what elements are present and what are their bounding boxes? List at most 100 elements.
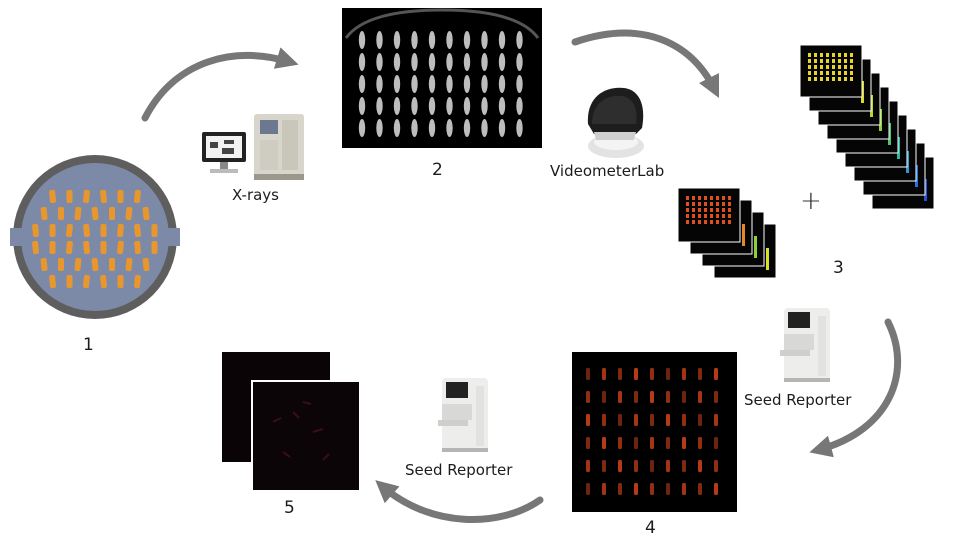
spectral-edge (742, 224, 745, 246)
spectral-seed (716, 220, 719, 224)
step-number-1: 1 (83, 335, 94, 355)
spectral-seed (722, 196, 725, 200)
spectral-seed (704, 202, 707, 206)
spectral-seed (710, 214, 713, 218)
spectral-seed (686, 214, 689, 218)
fluor-seed (634, 437, 638, 449)
xray-seed (481, 31, 487, 49)
xray-seed (499, 119, 505, 137)
xray-seed (446, 119, 452, 137)
spectral-seed (698, 220, 701, 224)
fluor-seed (618, 414, 622, 426)
fluor-seed (650, 391, 654, 403)
spectral-seed (844, 59, 847, 63)
fluor-seed (666, 368, 670, 380)
videometer-label: VideometerLab (550, 162, 664, 180)
fluor-seed (618, 368, 622, 380)
dish-seed (152, 224, 158, 237)
videometer-device-icon (580, 84, 648, 162)
fluor-seed (586, 368, 590, 380)
spectral-seed (820, 77, 823, 81)
spectral-seed (698, 214, 701, 218)
spectral-seed (808, 53, 811, 57)
xray-seed (376, 119, 382, 137)
spectral-seed (716, 202, 719, 206)
xray-seed (481, 75, 487, 93)
xray-seed (446, 97, 452, 115)
xray-seed (481, 53, 487, 71)
spectral-seed (838, 59, 841, 63)
xray-seed (481, 119, 487, 137)
spectral-seed (728, 196, 731, 200)
spectral-seed (710, 220, 713, 224)
spectral-seed (716, 196, 719, 200)
fluor-seed (698, 460, 702, 472)
step-number-4: 4 (645, 518, 656, 538)
spectral-seed (716, 208, 719, 212)
spectral-seed (814, 77, 817, 81)
spectral-seed (850, 65, 853, 69)
xray-seed (359, 75, 365, 93)
spectral-seed (832, 77, 835, 81)
spectral-seed (814, 59, 817, 63)
xray-seed (394, 97, 400, 115)
fluor-seed (698, 391, 702, 403)
xray-seed (359, 119, 365, 137)
xray-seed (516, 75, 522, 93)
spectral-seed (844, 53, 847, 57)
xray-seed (394, 119, 400, 137)
xray-seed (359, 97, 365, 115)
xray-seed (394, 53, 400, 71)
spectral-seed (832, 65, 835, 69)
fluor-seed (634, 391, 638, 403)
seed-reporter-device-icon-2 (436, 376, 492, 456)
fluor-seed (602, 391, 606, 403)
spectral-seed (838, 71, 841, 75)
xray-seed (464, 97, 470, 115)
fluor-seed (682, 460, 686, 472)
spectral-seed (826, 59, 829, 63)
fluor-seed (714, 483, 718, 495)
spectral-seed (814, 65, 817, 69)
xray-seed (429, 119, 435, 137)
arrow-4-to-5 (382, 486, 540, 520)
fluor-seed (650, 368, 654, 380)
fluor-seed (666, 414, 670, 426)
spectral-seed (838, 65, 841, 69)
fluor-seed (586, 460, 590, 472)
fluor-seed (650, 437, 654, 449)
xray-seed (481, 97, 487, 115)
spectral-seed (808, 71, 811, 75)
dish-seed (109, 207, 115, 220)
step-number-2: 2 (432, 160, 443, 180)
xray-seed (499, 97, 505, 115)
fluor-seed (698, 437, 702, 449)
xray-cabinet-icon (252, 112, 306, 182)
fluor-seed (602, 437, 606, 449)
fluor-seed (682, 391, 686, 403)
spectral-seed (850, 77, 853, 81)
xray-seed (429, 97, 435, 115)
xray-seed (446, 53, 452, 71)
spectral-seed (686, 208, 689, 212)
spectral-seed (704, 220, 707, 224)
fluor-seed (666, 391, 670, 403)
fluor-seed (602, 368, 606, 380)
spectral-seed (820, 59, 823, 63)
spectral-seed (826, 71, 829, 75)
dish-seed (58, 207, 64, 220)
spectral-seed (728, 208, 731, 212)
spectral-seed (814, 53, 817, 57)
fluor-seed (602, 414, 606, 426)
xray-seed (429, 53, 435, 71)
xray-workstation-icon (200, 130, 250, 176)
spectral-seed (692, 208, 695, 212)
fluor-seed (682, 437, 686, 449)
spectral-seed (692, 214, 695, 218)
xray-seed (411, 119, 417, 137)
xray-seed (464, 75, 470, 93)
spectral-seed (832, 53, 835, 57)
seed-reporter-label-left: Seed Reporter (405, 461, 512, 479)
spectral-seed (710, 202, 713, 206)
fluor-seed (714, 368, 718, 380)
